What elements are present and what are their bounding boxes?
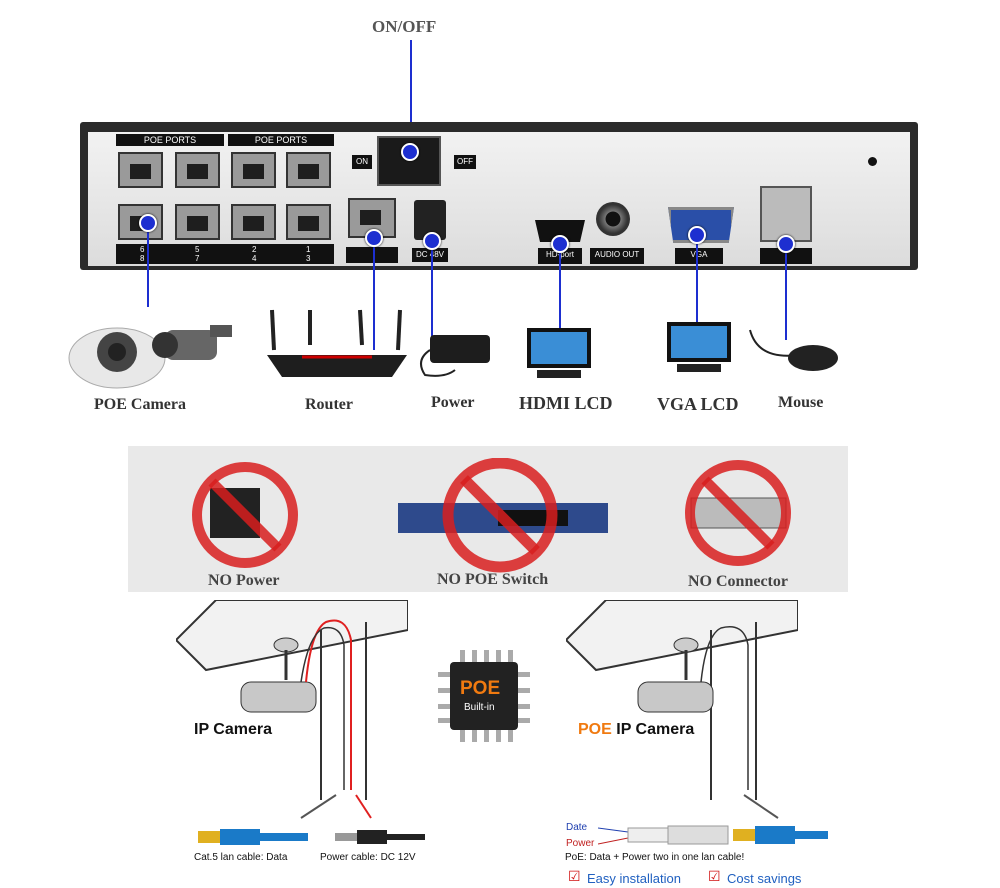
audio-out-jack[interactable] xyxy=(596,202,630,236)
poe-port[interactable] xyxy=(175,152,220,188)
vga-label: VGA xyxy=(675,248,723,264)
poe-ports-header-right: POE PORTS xyxy=(228,134,334,146)
device-label-poe-camera: POE Camera xyxy=(94,396,186,413)
power-switch[interactable] xyxy=(377,136,441,186)
poe-title-rest: IP Camera xyxy=(611,721,695,738)
no-power-sign-icon xyxy=(192,462,298,568)
chip-title: POE xyxy=(460,678,501,699)
router-icon xyxy=(267,309,407,377)
vga-monitor-icon xyxy=(667,322,731,372)
port-number: 6 xyxy=(140,245,145,254)
no-poe-switch-label: NO POE Switch xyxy=(437,571,549,588)
audio-label: AUDIO OUT xyxy=(590,248,644,264)
poe-ports-header-left: POE PORTS xyxy=(116,134,224,146)
poe-port[interactable] xyxy=(286,152,331,188)
poe-port[interactable] xyxy=(231,152,276,188)
no-power-label: NO Power xyxy=(208,572,280,589)
device-label-power: Power xyxy=(431,394,475,411)
chip-subtitle: Built-in xyxy=(464,702,495,713)
date-label: Date xyxy=(566,822,588,833)
poe-port[interactable] xyxy=(231,204,276,240)
no-connector-label: NO Connector xyxy=(688,573,788,590)
poe-camera-icon xyxy=(68,325,232,389)
poe-chip-icon xyxy=(438,650,530,742)
ip-camera-title: IP Camera xyxy=(194,721,272,738)
vga-line xyxy=(696,236,698,324)
power-adapter-icon xyxy=(420,335,490,377)
camera-line xyxy=(147,225,149,307)
power-wire-label: Power xyxy=(566,838,595,849)
port-number: 5 xyxy=(195,245,200,254)
poe-cable-icon xyxy=(598,825,828,845)
poe-port[interactable] xyxy=(175,204,220,240)
poe-ip-camera-title: POE IP Camera xyxy=(578,721,694,739)
poe-port[interactable] xyxy=(286,204,331,240)
router-line xyxy=(373,240,375,350)
port-number-strip xyxy=(116,244,334,264)
device-label-vga-lcd: VGA LCD xyxy=(657,394,739,414)
lan-cable-caption: Cat.5 lan cable: Data xyxy=(194,852,288,863)
checkmark-icon: ☑ xyxy=(708,869,721,885)
benefit-easy-installation: Easy installation xyxy=(587,871,681,886)
port-number: 8 xyxy=(140,254,145,263)
ip-camera-install-diagram xyxy=(176,600,408,819)
dc-cable-icon xyxy=(335,830,425,844)
device-label-mouse: Mouse xyxy=(778,394,824,411)
poe-title-prefix: POE xyxy=(578,721,612,738)
switch-pointer-line xyxy=(410,40,412,152)
checkmark-icon: ☑ xyxy=(568,869,581,885)
port-number: 2 xyxy=(252,245,257,254)
router-marker xyxy=(365,229,383,247)
ground-screw-icon xyxy=(868,157,877,166)
lan-cable-icon xyxy=(198,829,308,845)
dc-label: DC 48V xyxy=(412,248,448,262)
power-marker xyxy=(423,232,441,250)
benefit-cost-savings: Cost savings xyxy=(727,871,802,886)
hdmi-port[interactable] xyxy=(535,220,585,242)
device-label-hdmi-lcd: HDMI LCD xyxy=(519,393,613,413)
mouse-icon xyxy=(749,329,838,371)
device-label-router: Router xyxy=(305,396,353,413)
lan-icon-box xyxy=(346,247,398,263)
no-connector-sign-icon xyxy=(685,460,791,566)
power-line xyxy=(431,242,433,342)
hdmi-line xyxy=(559,246,561,334)
poe-ip-camera-install-diagram xyxy=(566,600,798,819)
hdmi-monitor-icon xyxy=(527,328,591,378)
switch-on-label: ON xyxy=(352,155,372,169)
mouse-marker xyxy=(777,235,795,253)
switch-marker xyxy=(401,143,419,161)
hdmi-marker xyxy=(551,235,569,253)
power-cable-caption: Power cable: DC 12V xyxy=(320,852,416,863)
switch-off-label: OFF xyxy=(454,155,476,169)
poe-note: PoE: Data + Power two in one lan cable! xyxy=(565,852,745,863)
on-off-label: ON/OFF xyxy=(372,17,437,36)
usb-ports[interactable] xyxy=(760,186,812,242)
poe-port[interactable] xyxy=(118,152,163,188)
port-number: 1 xyxy=(306,245,311,254)
vga-marker xyxy=(688,226,706,244)
port-number: 3 xyxy=(306,254,311,263)
no-poe-switch-sign-icon xyxy=(398,458,608,573)
mouse-line xyxy=(785,246,787,340)
port-number: 7 xyxy=(195,254,200,263)
camera-marker xyxy=(139,214,157,232)
port-number: 4 xyxy=(252,254,257,263)
